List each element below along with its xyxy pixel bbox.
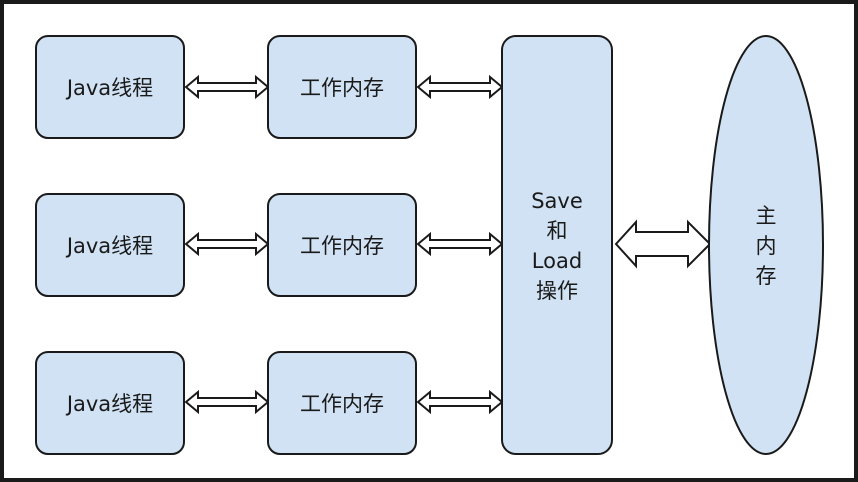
diagram-canvas: .box { fill: #d0e2f3; stroke: #1a1a1a; s… xyxy=(4,4,854,478)
main-memory-line-2: 内 xyxy=(756,234,777,258)
jmm-diagram: .box { fill: #d0e2f3; stroke: #1a1a1a; s… xyxy=(35,35,824,455)
working-memory-label-3: 工作内存 xyxy=(300,392,384,416)
save-load-line-2: 和 xyxy=(547,219,568,243)
java-thread-label-1: Java线程 xyxy=(65,76,153,100)
main-memory-line-1: 主 xyxy=(756,204,777,228)
thread-memory-arrow-2 xyxy=(184,231,270,257)
saveload-main-memory-arrow xyxy=(614,219,712,269)
main-memory-ellipse xyxy=(708,35,824,455)
thread-memory-arrow-3 xyxy=(184,389,270,415)
main-memory-line-3: 存 xyxy=(756,264,777,288)
thread-memory-arrow-1 xyxy=(184,74,270,100)
java-thread-box-1 xyxy=(35,35,185,139)
working-memory-box-3 xyxy=(267,351,417,455)
save-load-line-3: Load xyxy=(532,249,582,273)
thread-row-3: Java线程 工作内存 xyxy=(35,351,504,455)
working-memory-box-1 xyxy=(267,35,417,139)
working-memory-label-1: 工作内存 xyxy=(300,76,384,100)
save-load-line-1: Save xyxy=(531,189,583,213)
working-memory-box-2 xyxy=(267,193,417,297)
memory-saveload-arrow-1 xyxy=(416,74,504,100)
memory-saveload-arrow-2 xyxy=(416,231,504,257)
java-thread-label-2: Java线程 xyxy=(65,234,153,258)
save-load-box xyxy=(501,35,613,455)
thread-row-1: Java线程 工作内存 xyxy=(35,35,504,139)
java-thread-box-2 xyxy=(35,193,185,297)
java-thread-label-3: Java线程 xyxy=(65,392,153,416)
java-thread-box-3 xyxy=(35,351,185,455)
save-load-line-4: 操作 xyxy=(536,279,578,303)
memory-saveload-arrow-3 xyxy=(416,389,504,415)
thread-row-2: Java线程 工作内存 xyxy=(35,193,504,297)
working-memory-label-2: 工作内存 xyxy=(300,234,384,258)
